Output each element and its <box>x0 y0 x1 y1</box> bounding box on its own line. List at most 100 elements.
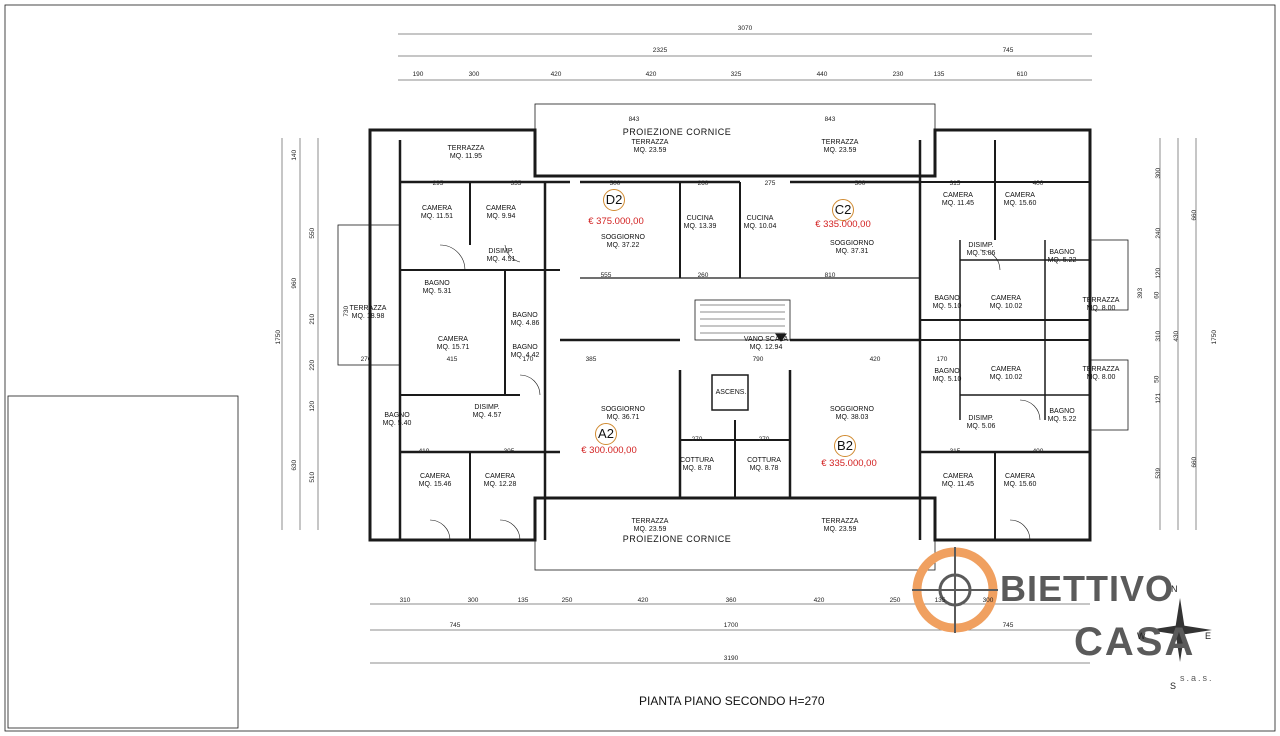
dimension-label: 310 <box>1155 330 1163 342</box>
compass-rose-icon <box>1148 598 1212 662</box>
dimension-label: 325 <box>730 71 742 78</box>
dimension-label: 3070 <box>737 25 753 32</box>
dimension-label: 810 <box>824 272 836 279</box>
compass-e-label: E <box>1205 631 1212 641</box>
dimension-label: 360 <box>725 597 737 604</box>
dimension-label: 500 <box>609 180 621 187</box>
dimension-label: 170 <box>522 356 534 363</box>
dimension-label: 440 <box>816 71 828 78</box>
room-label: DISIMP.MQ. 5.06 <box>966 242 996 257</box>
dimension-label: 660 <box>1191 209 1199 221</box>
dimension-label: 260 <box>697 272 709 279</box>
dimension-label: 120 <box>309 400 317 412</box>
dimension-label: 500 <box>854 180 866 187</box>
unit-badge-b2: B2 <box>834 435 856 457</box>
dimension-label: 250 <box>561 597 573 604</box>
compass-n-label: N <box>1171 584 1178 594</box>
dimension-label: 135 <box>934 597 946 604</box>
dimension-label: 385 <box>585 356 597 363</box>
dimension-label: 270 <box>691 436 703 443</box>
lift-label: ASCENS. <box>715 389 747 396</box>
unit-price-c2: € 335.000,00 <box>815 219 871 230</box>
dimension-label: 295 <box>432 180 444 187</box>
compass-s-label: S <box>1170 681 1177 691</box>
dimension-label: 420 <box>637 597 649 604</box>
logo-emblem <box>912 547 998 633</box>
compass-w-label: W <box>1137 631 1146 641</box>
dimension-label: 400 <box>1032 448 1044 455</box>
dimension-label: 410 <box>418 448 430 455</box>
dimension-label: 420 <box>813 597 825 604</box>
dimension-label: 300 <box>468 71 480 78</box>
dimension-label: 420 <box>645 71 657 78</box>
dimension-label: 355 <box>510 180 522 187</box>
room-label: DISIMP.MQ. 5.06 <box>966 415 996 430</box>
dimension-label: 2325 <box>652 47 668 54</box>
plan-title: PIANTA PIANO SECONDO H=270 <box>639 694 825 708</box>
dimension-label: 260 <box>697 180 709 187</box>
dimension-label: 745 <box>449 622 461 629</box>
dimension-label: 415 <box>446 356 458 363</box>
dimension-label: 610 <box>1016 71 1028 78</box>
dimension-label: 240 <box>1155 227 1163 239</box>
dimension-label: 730 <box>343 305 351 317</box>
dimension-label: 300 <box>1155 167 1163 179</box>
dimension-label: 539 <box>1155 467 1163 479</box>
dimension-label: 420 <box>869 356 881 363</box>
dimension-label: 843 <box>628 116 640 123</box>
dimension-label: 305 <box>503 448 515 455</box>
room-label: DISIMP.MQ. 4.57 <box>472 404 502 419</box>
dimension-label: 315 <box>949 448 961 455</box>
dimension-label: 190 <box>412 71 424 78</box>
cornice-label-top: PROIEZIONE CORNICE <box>622 127 732 137</box>
dimension-label: 170 <box>936 356 948 363</box>
unit-price-b2: € 335.000,00 <box>821 458 877 469</box>
dimension-label: 300 <box>467 597 479 604</box>
dimension-label: 50 <box>1153 375 1161 383</box>
logo-text-line2: CASA <box>1074 620 1196 664</box>
dimension-label: 843 <box>824 116 836 123</box>
dimension-label: 60 <box>1153 291 1161 299</box>
dimension-label: 790 <box>752 356 764 363</box>
dimension-label: 140 <box>291 149 299 161</box>
logo-text-line1: BIETTIVO <box>1000 568 1175 609</box>
dimension-label: 275 <box>764 180 776 187</box>
dimension-label: 393 <box>1137 287 1145 299</box>
dimension-label: 660 <box>1191 456 1199 468</box>
dimension-label: 430 <box>1173 330 1181 342</box>
dimension-label: 510 <box>309 471 317 483</box>
dimension-label: 400 <box>1032 180 1044 187</box>
dimension-label: 550 <box>309 227 317 239</box>
dimension-label: 270 <box>360 356 372 363</box>
dimension-label: 270 <box>758 436 770 443</box>
dimension-label: 135 <box>933 71 945 78</box>
unit-badge-a2: A2 <box>595 423 617 445</box>
dimension-label: 1750 <box>274 330 282 345</box>
dimension-label: 555 <box>600 272 612 279</box>
